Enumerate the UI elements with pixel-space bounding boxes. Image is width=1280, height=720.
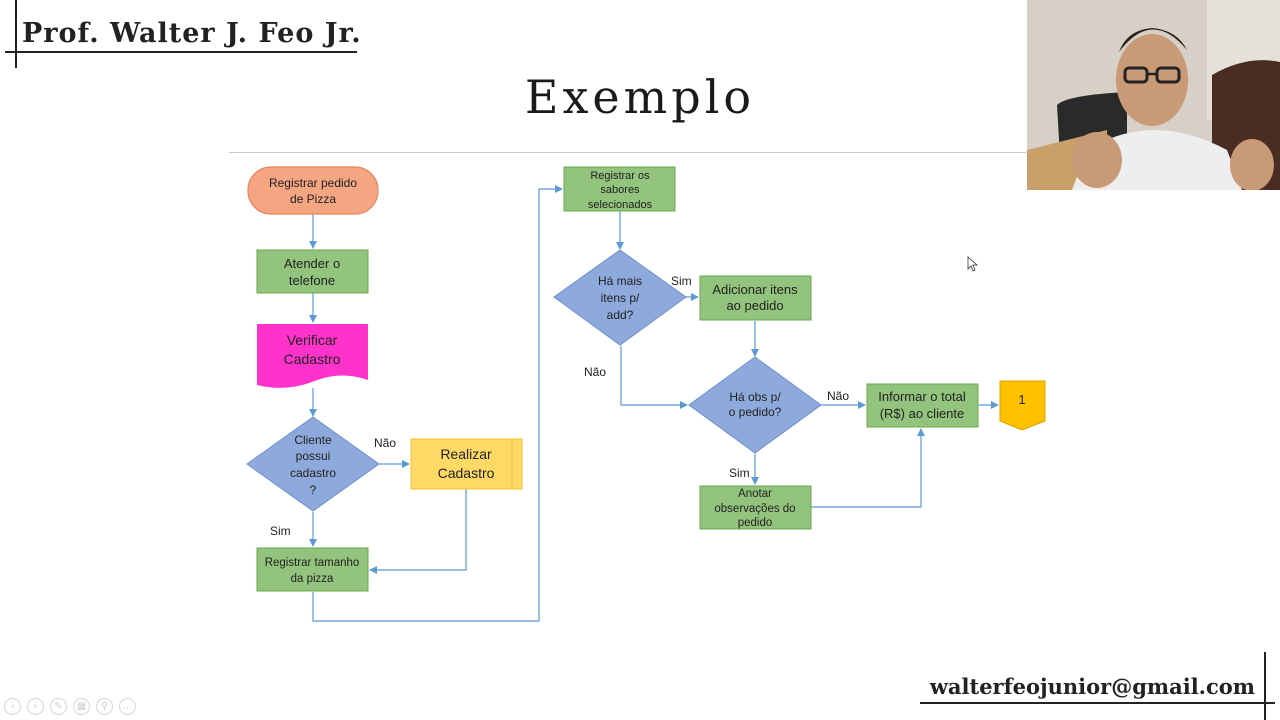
text-cliente-line4: ?: [310, 483, 317, 497]
pen-icon[interactable]: ✎: [50, 698, 67, 715]
title-divider: [229, 152, 1026, 153]
zoom-icon[interactable]: ⚲: [96, 698, 113, 715]
process-atender-telefone: Atender o telefone: [256, 249, 369, 294]
text-sabores-line2: sabores: [600, 184, 640, 196]
text-mais-itens-line2: itens p/: [601, 291, 640, 305]
header-vertical-rule: [15, 0, 17, 68]
prev-icon[interactable]: ‹: [4, 698, 21, 715]
arrow-realizar-to-tamanho: [369, 489, 467, 574]
arrow-tamanho-to-sabores: [312, 185, 563, 622]
text-connector: 1: [1018, 392, 1025, 407]
presenter-video-icon: [1027, 0, 1280, 190]
text-tamanho-line1: Registrar tamanho: [265, 557, 360, 569]
text-obs-line1: Há obs p/: [729, 390, 781, 404]
text-atender-line2: telefone: [289, 273, 335, 288]
text-cliente-line2: possui: [296, 449, 331, 463]
offpage-connector: 1: [999, 380, 1046, 431]
more-icon[interactable]: …: [119, 698, 136, 715]
webcam-overlay: [1027, 0, 1280, 190]
author-header: Prof. Walter J. Feo Jr.: [22, 18, 362, 49]
text-adicionar-line2: ao pedido: [726, 298, 783, 313]
text-realizar-line1: Realizar: [440, 446, 492, 462]
text-adicionar-line1: Adicionar itens: [712, 282, 798, 297]
footer-email: walterfeojunior@gmail.com: [929, 674, 1255, 699]
flow-arrows: [309, 185, 999, 622]
label-nao-cliente: Não: [374, 436, 396, 450]
process-realizar-cadastro: Realizar Cadastro: [410, 438, 523, 490]
text-tamanho-line2: da pizza: [291, 573, 334, 585]
label-nao-obs: Não: [827, 389, 849, 403]
text-cliente-line3: cadastro: [290, 466, 336, 480]
text-start-line2: de Pizza: [290, 192, 336, 206]
process-registrar-sabores: Registrar os sabores selecionados: [563, 166, 676, 212]
text-anotar-line3: pedido: [738, 517, 773, 529]
process-registrar-tamanho: Registrar tamanho da pizza: [256, 547, 369, 592]
document-verificar-cadastro: Verificar Cadastro: [257, 324, 368, 388]
decision-obs-pedido: Há obs p/ o pedido?: [688, 356, 822, 454]
text-mais-itens-line3: add?: [607, 308, 634, 322]
text-anotar-line1: Anotar: [738, 488, 772, 500]
text-anotar-line2: observações do: [714, 503, 795, 515]
text-obs-line2: o pedido?: [729, 405, 782, 419]
decision-mais-itens: Há mais itens p/ add?: [553, 249, 687, 346]
text-informar-line1: Informar o total: [878, 389, 966, 404]
next-icon[interactable]: ›: [27, 698, 44, 715]
text-sabores-line3: selecionados: [588, 199, 653, 211]
header-underline: [5, 51, 357, 53]
text-mais-itens-line1: Há mais: [598, 274, 642, 288]
label-sim-obs: Sim: [729, 466, 750, 480]
mouse-cursor-icon: [967, 256, 979, 272]
text-realizar-line2: Cadastro: [438, 465, 495, 481]
slide-title: Exemplo: [524, 70, 756, 124]
text-start-line1: Registrar pedido: [269, 176, 357, 190]
text-verificar-line2: Cadastro: [284, 351, 341, 367]
footer-underline: [920, 702, 1275, 704]
process-anotar-observacoes: Anotar observações do pedido: [699, 485, 812, 530]
process-informar-total: Informar o total (R$) ao cliente: [866, 383, 979, 428]
terminal-registrar-pedido: Registrar pedido de Pizza: [247, 166, 379, 215]
label-sim-cliente: Sim: [270, 524, 291, 538]
arrow-nao-to-obs: [620, 346, 688, 409]
text-cliente-line1: Cliente: [294, 433, 332, 447]
slideshow-controls: ‹ › ✎ ▦ ⚲ …: [4, 698, 136, 716]
text-verificar-line1: Verificar: [287, 332, 338, 348]
slides-icon[interactable]: ▦: [73, 698, 90, 715]
text-sabores-line1: Registrar os: [590, 170, 650, 182]
process-adicionar-itens: Adicionar itens ao pedido: [699, 275, 812, 321]
label-nao-itens: Não: [584, 365, 606, 379]
text-informar-line2: (R$) ao cliente: [880, 406, 965, 421]
decision-cliente-cadastro: Cliente possui cadastro ?: [246, 416, 380, 512]
label-sim-itens: Sim: [671, 274, 692, 288]
footer-vertical-rule: [1264, 652, 1266, 720]
arrow-anotar-to-informar: [811, 428, 925, 508]
text-atender-line1: Atender o: [284, 256, 340, 271]
